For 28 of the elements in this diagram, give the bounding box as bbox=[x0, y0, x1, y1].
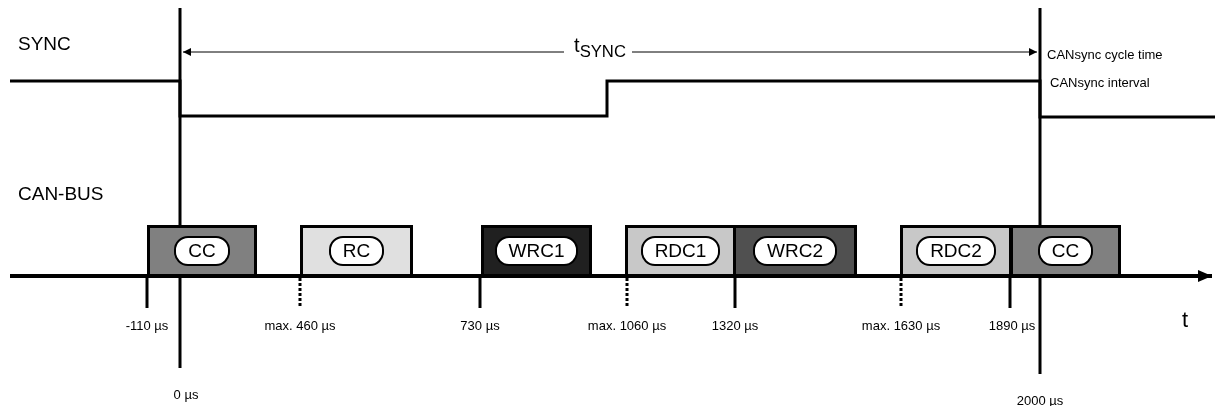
time-label: CANsync cycle time bbox=[1047, 46, 1163, 62]
message-frame bbox=[300, 225, 413, 277]
message-label: RC bbox=[328, 236, 385, 266]
message-frame bbox=[481, 225, 592, 277]
message-frame bbox=[1010, 225, 1121, 277]
time-label: 1890 µs bbox=[988, 317, 1036, 333]
message-frame bbox=[900, 225, 1012, 277]
signal-name: t$_{SYNC}$ bbox=[574, 34, 626, 62]
time-label: max. 1060 µs bbox=[587, 317, 667, 333]
message-label: WRC2 bbox=[753, 236, 837, 266]
signal-name: CAN-BUS bbox=[18, 183, 104, 205]
message-label: WRC1 bbox=[494, 236, 579, 266]
message-label: CC bbox=[174, 236, 230, 266]
time-label: max. 460 µs bbox=[264, 317, 336, 333]
message-label: RDC1 bbox=[640, 236, 721, 266]
message-label: RDC2 bbox=[916, 236, 996, 266]
message-frame bbox=[733, 225, 857, 277]
time-label: max. 1630 µs bbox=[861, 317, 941, 333]
time-label: CANsync interval bbox=[1050, 74, 1150, 90]
signal-name: t bbox=[1181, 307, 1189, 333]
time-label: -110 µs bbox=[125, 317, 169, 333]
time-label: 730 µs bbox=[460, 317, 500, 333]
time-label: 1320 µs bbox=[711, 317, 759, 333]
message-frame bbox=[625, 225, 736, 277]
signal-name: SYNC bbox=[18, 33, 71, 55]
message-label: CC bbox=[1037, 236, 1094, 266]
time-label: 0 µs bbox=[173, 386, 199, 402]
message-frame bbox=[147, 225, 257, 277]
